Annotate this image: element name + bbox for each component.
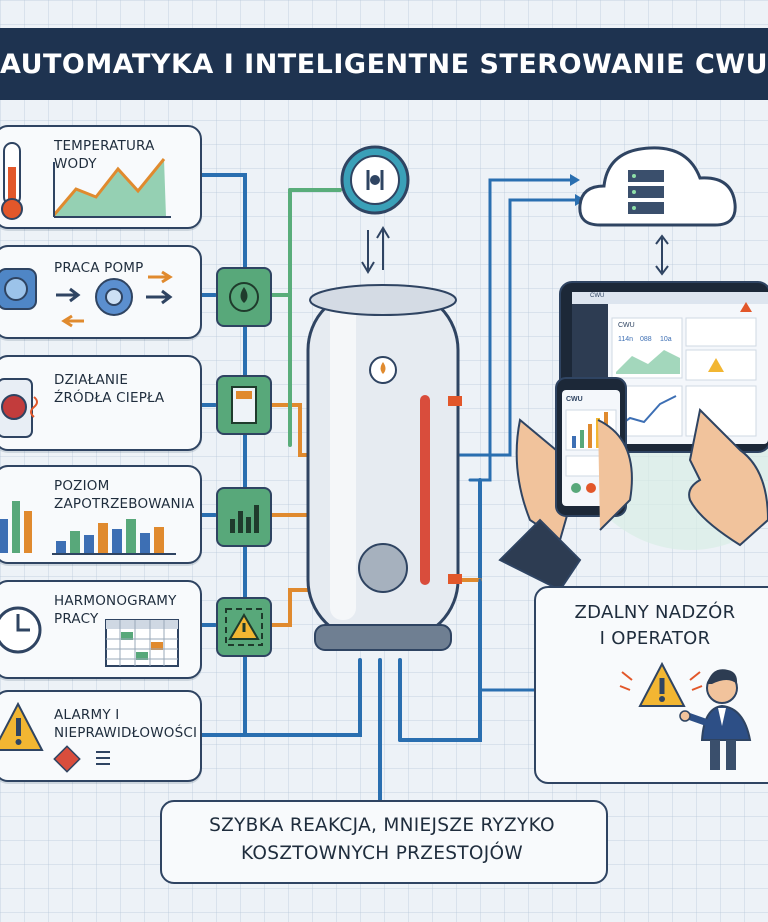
tablet-title: CWU (590, 293, 605, 299)
hub-heat-source (216, 375, 272, 435)
pump-icon (0, 268, 173, 328)
summary-line1: SZYBKA REAKCJA, MNIEJSZE RYZYKO (209, 815, 555, 836)
temperature-chart-icon (52, 158, 171, 218)
card-label: NIEPRAWIDŁOWOŚCI (54, 725, 198, 741)
hub-pump-control (216, 267, 272, 327)
clock-icon (0, 606, 42, 654)
remote-line2: I OPERATOR (599, 628, 711, 649)
card-alarmy: ALARMY I NIEPRAWIDŁOWOŚCI (0, 690, 202, 782)
heat-source-icon (0, 378, 38, 438)
demand-bars-icon (0, 501, 176, 555)
card-label: ŹRÓDŁA CIEPŁA (54, 390, 165, 406)
warning-icon (0, 701, 110, 773)
tablet-stat: 10a (660, 336, 672, 343)
card-label: HARMONOGRAMY (54, 593, 177, 609)
schedule-grid-icon (105, 619, 179, 667)
thermometer-icon (1, 142, 23, 220)
tablet-card-title: CWU (618, 322, 635, 329)
tablet-stat: 114n (618, 336, 634, 343)
hub-demand (216, 487, 272, 547)
phone-title: CWU (566, 396, 583, 403)
title-banner: AUTOMATYKA I INTELIGENTNE STEROWANIE CWU (0, 28, 768, 100)
summary-box (160, 800, 608, 884)
card-temperatura-wody: TEMPERATURA WODY (0, 125, 202, 229)
controller-panel-icon (231, 386, 257, 424)
card-label: TEMPERATURA WODY (54, 138, 155, 172)
card-harmonogramy-pracy: HARMONOGRAMY PRACY (0, 580, 202, 679)
hub-alarm (216, 597, 272, 657)
card-label: PRACY (54, 611, 99, 627)
bar-chart-icon (230, 505, 259, 533)
water-drop-cycle-icon (229, 282, 259, 312)
summary-line2: KOSZTOWNYCH PRZESTOJÓW (241, 843, 523, 864)
card-dzialanie-zrodla-ciepla: DZIAŁANIE ŹRÓDŁA CIEPŁA (0, 355, 202, 451)
card-label: POZIOM (54, 478, 110, 494)
card-label: ZAPOTRZEBOWANIA (54, 496, 195, 512)
card-label: ALARMY I (54, 707, 120, 723)
card-poziom-zapotrzebowania: POZIOM ZAPOTRZEBOWANIA (0, 465, 202, 564)
tablet-stat: 088 (640, 336, 652, 343)
card-praca-pomp: PRACA POMP (0, 245, 202, 339)
card-label: DZIAŁANIE (54, 372, 129, 388)
summary-text: SZYBKA REAKCJA, MNIEJSZE RYZYKO KOSZTOWN… (160, 812, 604, 868)
card-label: PRACA POMP (54, 260, 144, 276)
page-title: AUTOMATYKA I INTELIGENTNE STEROWANIE CWU (0, 48, 768, 80)
warning-icon (225, 608, 263, 646)
remote-title: ZDALNY NADZÓR I OPERATOR (560, 600, 750, 652)
remote-line1: ZDALNY NADZÓR (574, 602, 736, 623)
